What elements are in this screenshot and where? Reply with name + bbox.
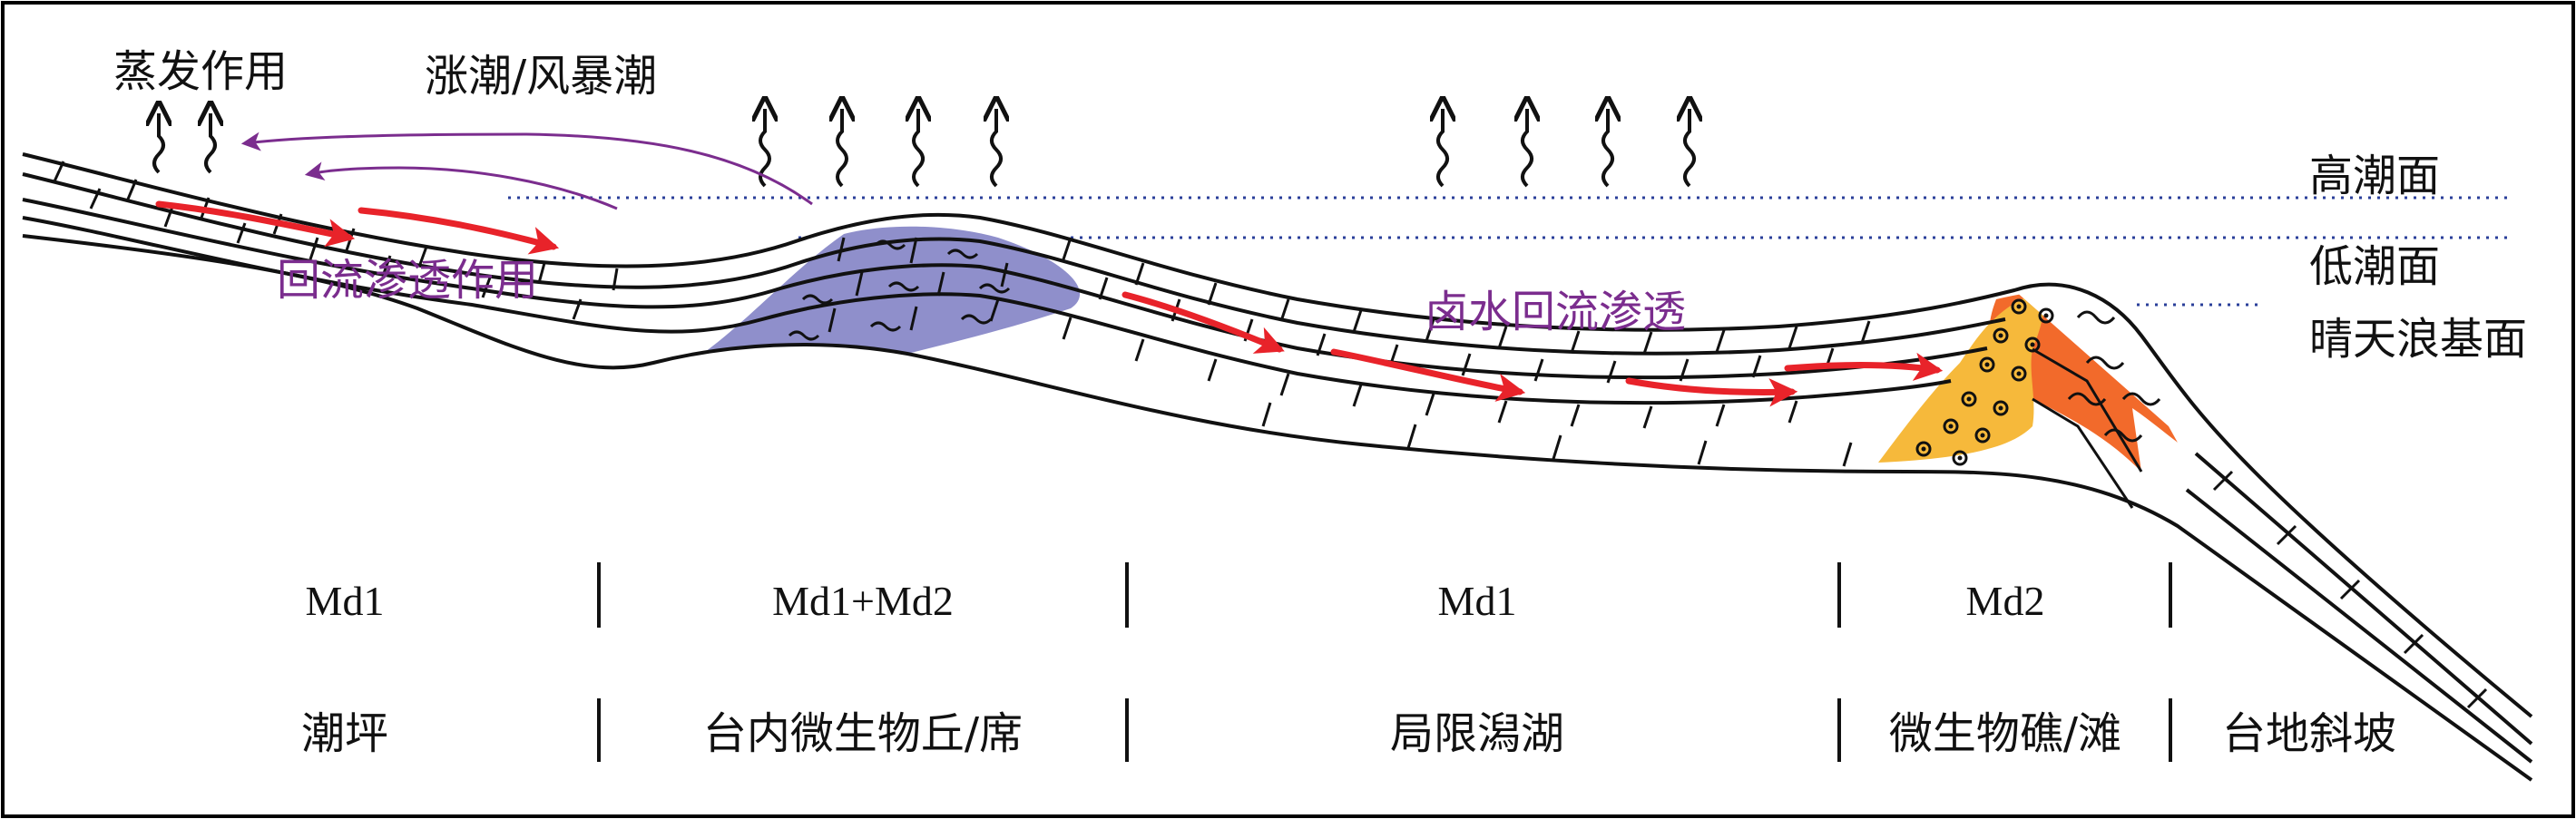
zone-3-lithofacies: Md1 [1438,578,1517,624]
zone-4-lithofacies: Md2 [1966,578,2045,624]
brine-reflux-label: 卤水回流渗透 [1425,287,1686,337]
zone-1-lithofacies: Md1 [306,578,385,624]
zone-4-environment: 微生物礁/滩 [1889,708,2121,759]
reflux-arrows [155,200,1944,407]
zone-2-lithofacies: Md1+Md2 [772,578,954,624]
zone-2-environment: 台内微生物丘/席 [703,708,1023,759]
mound-symbols [788,237,1011,341]
ooid-nuclei [1921,304,2049,461]
shoal-ooids [1915,298,2054,466]
water-level-lines [508,196,2513,307]
high-tide-label: 高潮面 [2309,151,2440,201]
evaporation-arrows [154,109,1694,188]
reef-marks [2032,310,2161,509]
bedding-joints [53,161,2488,709]
zone-5-environment: 台地斜坡 [2222,708,2396,759]
low-tide-label: 低潮面 [2309,241,2440,292]
evaporation-label: 蒸发作用 [113,46,288,97]
reflux-seepage-label: 回流渗透作用 [277,255,538,306]
zone-dividers [597,562,2172,762]
storm-tide-arrows [240,132,813,210]
wave-base-label: 晴天浪基面 [2309,314,2527,365]
zone-1-environment: 潮坪 [301,708,388,759]
reef-core [1989,290,2223,472]
zone-3-environment: 局限潟湖 [1390,708,1564,759]
storm-tide-label: 涨潮/风暴潮 [425,51,657,102]
